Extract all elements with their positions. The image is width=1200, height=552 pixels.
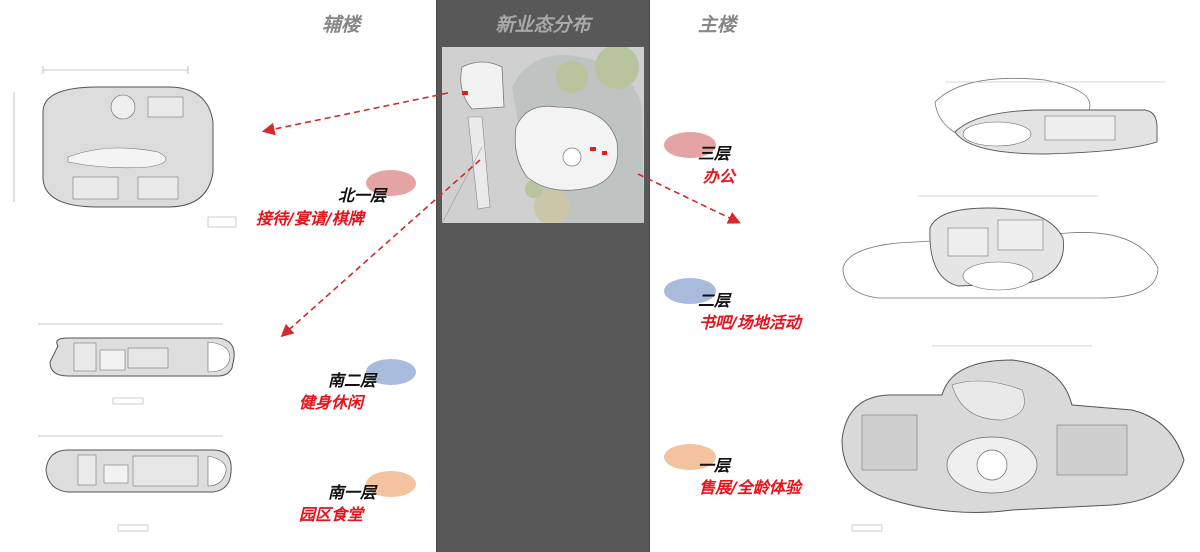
south1-floor-plan [8, 430, 248, 540]
main2-floor-plan [838, 188, 1168, 323]
north1-floor-use: 接待/宴请/棋牌 [256, 209, 364, 228]
main1-floor-plan [832, 340, 1192, 535]
main2-floor-use: 书吧/场地活动 [699, 313, 801, 332]
main2-floor-name: 二层 [698, 291, 731, 310]
main2-color-tag [664, 278, 716, 304]
site-plan-image [442, 47, 644, 223]
center-title: 新业态分布 [495, 14, 591, 36]
main3-floor-plan [925, 72, 1175, 182]
arrow-to-south [280, 159, 481, 338]
main3-floor-use: 办公 [703, 167, 736, 186]
main3-color-tag [664, 132, 716, 158]
south2-color-tag [366, 359, 416, 385]
south1-color-tag [366, 471, 416, 497]
arrow-to-north1 [261, 92, 449, 136]
south1-floor-use: 园区食堂 [299, 505, 364, 524]
north1-floor-name: 北一层 [337, 186, 386, 205]
main1-floor-name: 一层 [698, 456, 731, 475]
south2-floor-name: 南二层 [327, 371, 376, 390]
south2-floor-use: 健身休闲 [299, 393, 364, 412]
main-building-header: 主楼 [698, 14, 737, 36]
annex-header: 辅楼 [322, 14, 361, 36]
arrow-to-main [637, 173, 741, 224]
main1-color-tag [664, 444, 716, 470]
south2-floor-plan [8, 318, 248, 408]
north1-floor-plan [8, 62, 248, 237]
main3-floor-name: 三层 [698, 144, 731, 163]
main1-floor-use: 售展/全龄体验 [699, 478, 801, 497]
north1-color-tag [366, 170, 416, 196]
south1-floor-name: 南一层 [327, 483, 376, 502]
